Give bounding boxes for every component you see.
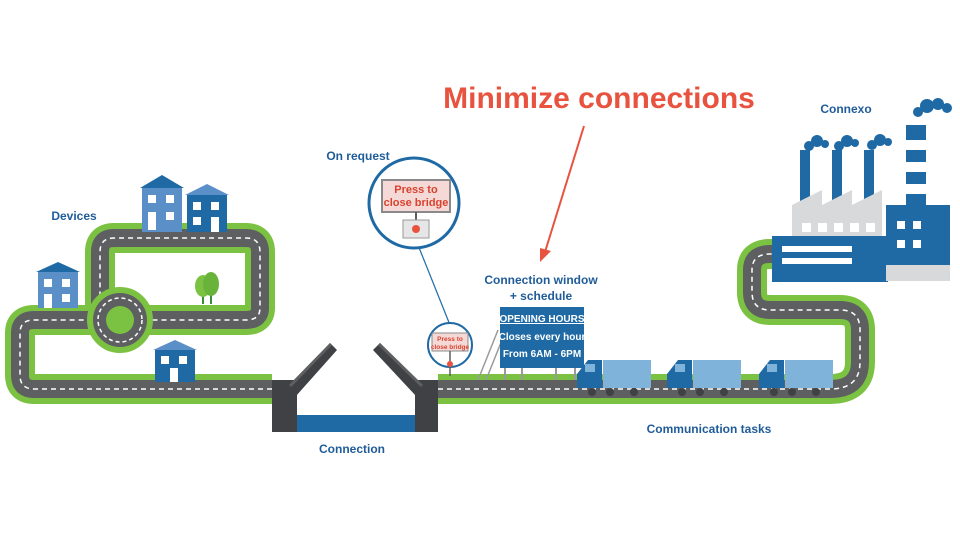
house-icon <box>140 175 184 232</box>
house-icon <box>36 262 80 308</box>
headline-title: Minimize connections <box>443 82 755 115</box>
roundabout <box>87 287 153 353</box>
sign-line1: Press to <box>394 184 438 196</box>
connection-window-label: Connection window <box>484 273 598 287</box>
truck-icon <box>667 360 741 396</box>
opening-hours-sign: OPENING HOURS Closes every hour From 6AM… <box>477 307 586 381</box>
communication-tasks-label: Communication tasks <box>647 422 772 436</box>
close-bridge-button[interactable] <box>412 225 420 233</box>
houses <box>36 175 229 382</box>
left-road <box>5 223 275 404</box>
factory-icon <box>772 98 952 282</box>
schedule-label: + schedule <box>510 289 573 303</box>
small-sign-line1: Press to <box>437 336 463 343</box>
small-sign-line2: close bridge <box>431 344 470 351</box>
connection-label: Connection <box>319 442 385 456</box>
bridge-right-half <box>373 343 424 396</box>
press-to-close-sign <box>381 179 451 213</box>
opening-hours-line2: From 6AM - 6PM <box>503 349 581 360</box>
right-road <box>438 239 875 404</box>
tree-icon <box>195 272 219 304</box>
smoke-icon <box>804 98 952 151</box>
headline-arrow <box>540 125 585 262</box>
opening-hours-title: OPENING HOURS <box>499 314 584 325</box>
house-icon <box>153 340 197 382</box>
drawbridge <box>272 342 438 432</box>
devices-label: Devices <box>51 209 97 223</box>
on-request-label: On request <box>326 149 389 163</box>
house-icon <box>185 184 229 232</box>
road-network <box>5 223 875 404</box>
trucks <box>577 360 833 396</box>
water <box>297 415 415 432</box>
connexo-label: Connexo <box>820 102 871 116</box>
sign-line2: close bridge <box>384 197 449 209</box>
on-request-callout: Press to close bridge Press to close bri… <box>367 156 473 376</box>
truck-icon <box>759 360 833 396</box>
truck-icon <box>577 360 651 396</box>
bridge-left-half <box>288 343 337 396</box>
opening-hours-line1: Closes every hour <box>499 332 586 343</box>
